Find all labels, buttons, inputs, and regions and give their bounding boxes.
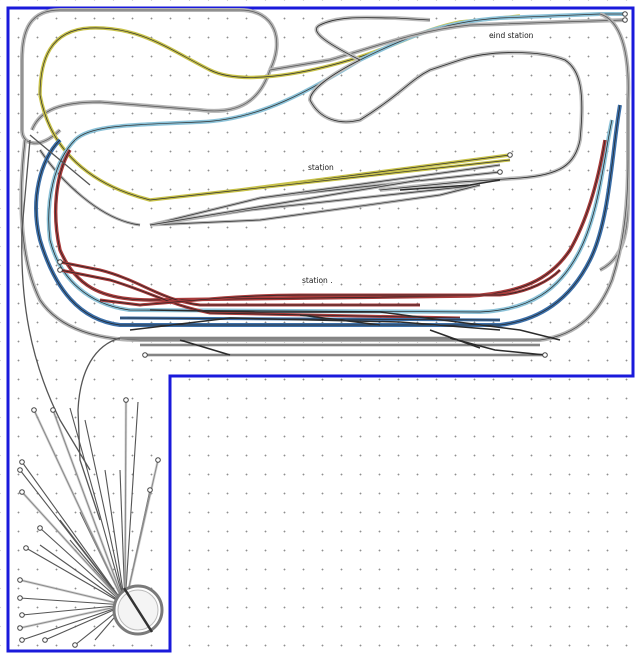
grey-upper-loop-rail: [21, 9, 278, 144]
lower-station-tracks: [59, 260, 562, 357]
depot-lead-left: [21, 139, 91, 471]
dark-blue-loop: [34, 104, 622, 327]
upper-station-label: station: [307, 163, 335, 172]
grey-end-station-line-rail: [269, 19, 626, 71]
baseboard-outline: [6, 6, 635, 653]
depot-radial-rails: [19, 399, 160, 630]
light-blue-lower-loop-rail: [48, 119, 613, 313]
grey-inner-curve: [30, 69, 272, 131]
right-outer-loop-rail: [599, 13, 629, 271]
yellow-to-station-rail: [39, 94, 511, 201]
turntable-icon[interactable]: [112, 584, 164, 636]
grey-lower-loop-rail: [21, 139, 629, 341]
upper-station-tracks: [38, 149, 511, 227]
lower-station-label: station .: [301, 276, 334, 285]
upper-return-loop-rail: [309, 17, 583, 191]
buffer-stop-icon: [17, 11, 628, 648]
end-station-label: eind station: [488, 31, 535, 40]
red-loop-rail: [55, 139, 606, 301]
dark-blue-loop-rail: [35, 104, 621, 326]
depot-lead-right: [77, 337, 121, 521]
cross-diagonal: [29, 134, 91, 186]
grey-inner-curve-rail: [31, 69, 271, 131]
